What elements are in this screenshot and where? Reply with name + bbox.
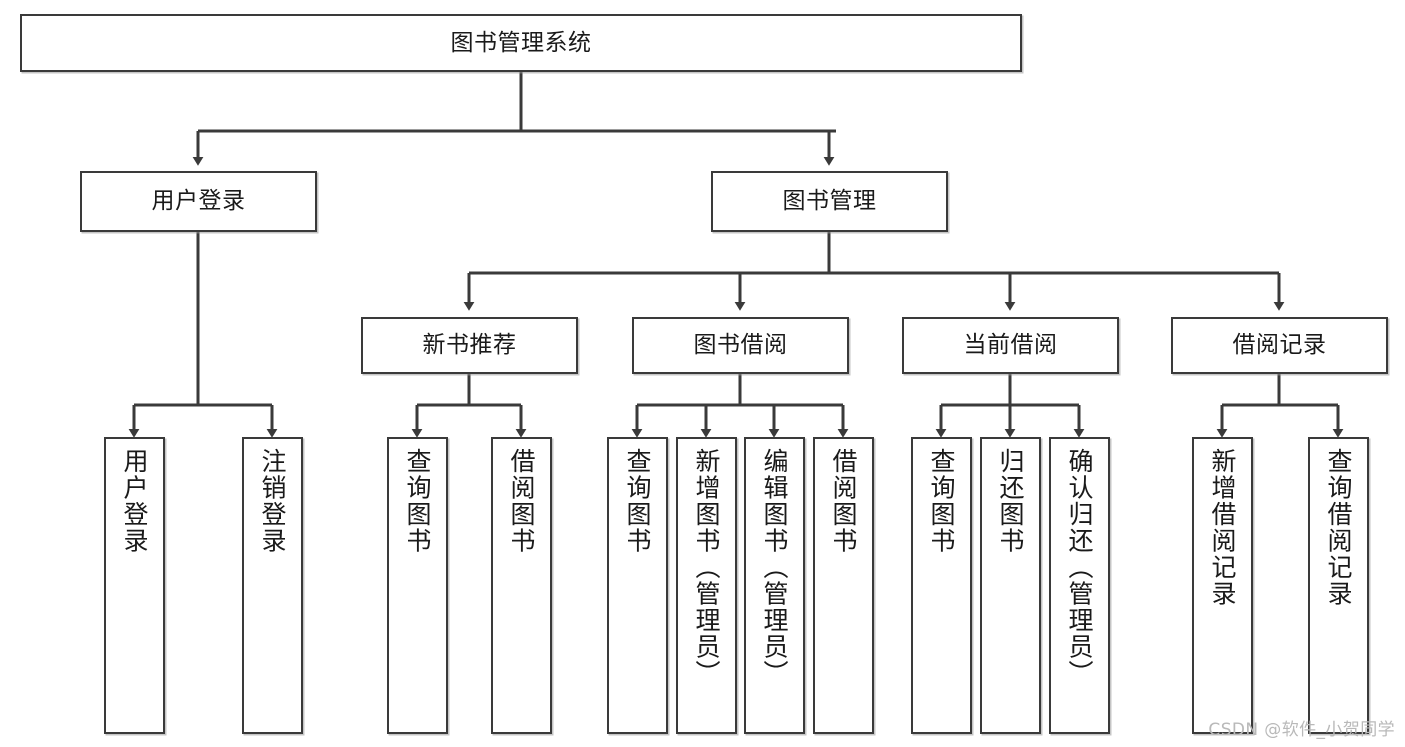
node-label: 借阅记录 — [1232, 332, 1327, 359]
node-label: 查询图书 — [927, 448, 956, 554]
csdn-watermark: CSDN @软件_小贺同学 — [1208, 720, 1395, 740]
leaf-edit-book-admin[interactable]: 编辑图书（管理员） — [744, 437, 805, 734]
node-book-borrow[interactable]: 图书借阅 — [632, 317, 849, 374]
node-label: 新增借阅记录 — [1208, 448, 1237, 607]
node-label: 新增图书（管理员） — [692, 448, 721, 687]
node-label: 归还图书 — [996, 448, 1025, 554]
node-label: 查询借阅记录 — [1324, 448, 1353, 607]
node-borrow-record[interactable]: 借阅记录 — [1171, 317, 1388, 374]
node-new-book-recommend[interactable]: 新书推荐 — [361, 317, 578, 374]
leaf-add-borrow-record[interactable]: 新增借阅记录 — [1192, 437, 1253, 734]
node-label: 借阅图书 — [829, 448, 858, 554]
node-label: 借阅图书 — [507, 448, 536, 554]
leaf-add-book-admin[interactable]: 新增图书（管理员） — [676, 437, 737, 734]
leaf-user-login[interactable]: 用户登录 — [104, 437, 165, 734]
node-label: 查询图书 — [403, 448, 432, 554]
node-label: 图书管理系统 — [450, 29, 592, 56]
node-label: 当前借阅 — [963, 332, 1058, 359]
node-label: 新书推荐 — [422, 332, 517, 359]
leaf-borrow-book[interactable]: 借阅图书 — [813, 437, 874, 734]
node-label: 编辑图书（管理员） — [760, 448, 789, 687]
leaf-query-borrow-record[interactable]: 查询借阅记录 — [1308, 437, 1369, 734]
leaf-query-book-recommend[interactable]: 查询图书 — [387, 437, 448, 734]
leaf-logout-login[interactable]: 注销登录 — [242, 437, 303, 734]
node-current-borrow[interactable]: 当前借阅 — [902, 317, 1119, 374]
leaf-query-book-borrow[interactable]: 查询图书 — [607, 437, 668, 734]
node-label: 确认归还（管理员） — [1065, 448, 1094, 687]
node-label: 用户登录 — [120, 448, 149, 554]
node-label: 注销登录 — [258, 448, 287, 554]
node-label: 图书借阅 — [693, 332, 788, 359]
leaf-query-book-current[interactable]: 查询图书 — [911, 437, 972, 734]
node-label: 用户登录 — [151, 188, 246, 215]
leaf-return-book[interactable]: 归还图书 — [980, 437, 1041, 734]
node-book-management[interactable]: 图书管理 — [711, 171, 948, 232]
node-label: 查询图书 — [623, 448, 652, 554]
leaf-borrow-book-recommend[interactable]: 借阅图书 — [491, 437, 552, 734]
node-label: 图书管理 — [782, 188, 877, 215]
node-user-login[interactable]: 用户登录 — [80, 171, 317, 232]
node-root-book-management-system[interactable]: 图书管理系统 — [20, 14, 1022, 72]
leaf-confirm-return-admin[interactable]: 确认归还（管理员） — [1049, 437, 1110, 734]
